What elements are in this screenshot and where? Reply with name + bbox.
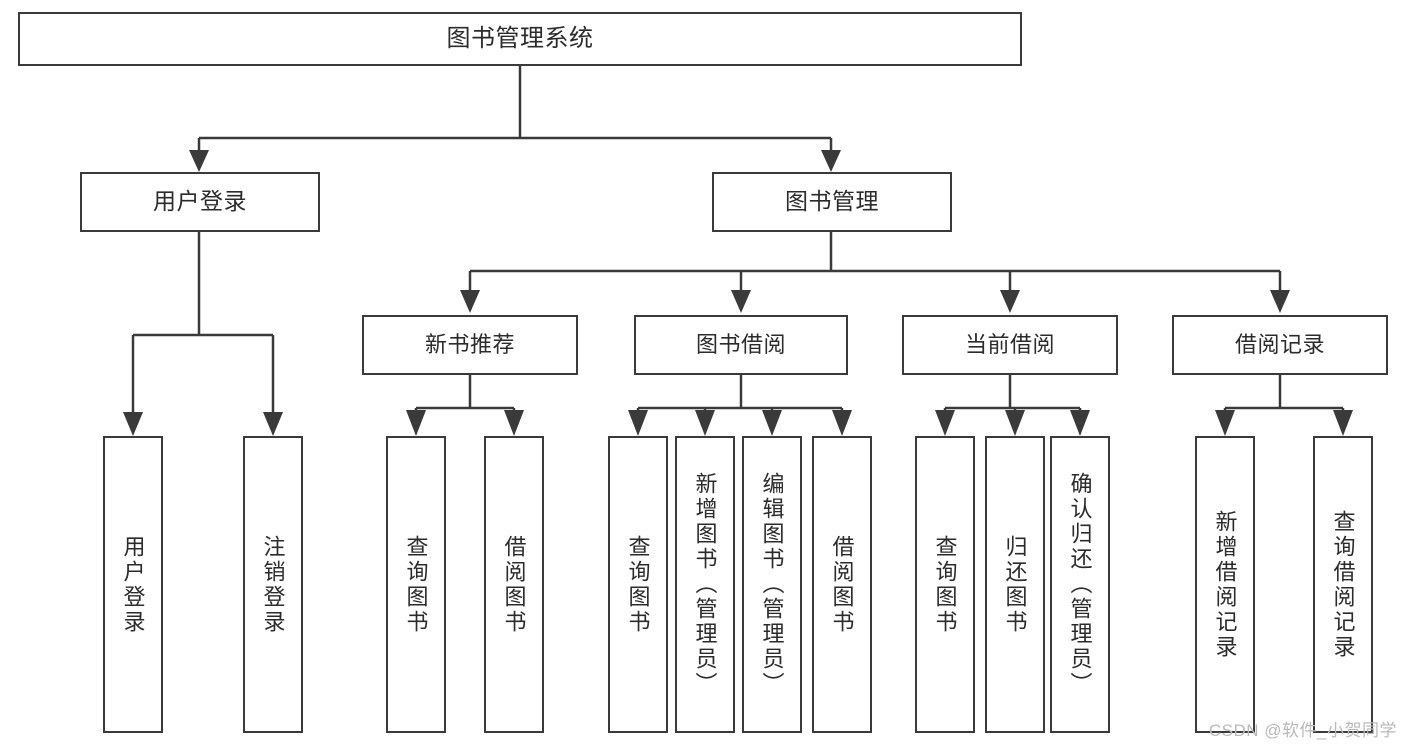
arrow-to-borrow-records — [1270, 290, 1290, 313]
node-label: 查询图书 — [403, 534, 429, 635]
node-label: 新增借阅记录 — [1212, 509, 1238, 660]
node-label: 当前借阅 — [964, 332, 1055, 358]
node-label: 借阅图书 — [829, 534, 855, 635]
node-label: 用户登录 — [153, 188, 247, 215]
arrow-book-borrow-leaf4 — [832, 410, 852, 436]
node-label: 图书借阅 — [695, 332, 786, 358]
arrow-book-borrow-leaf2 — [695, 410, 715, 436]
leaf-book-borrow-query[interactable]: 查询图书 — [608, 436, 668, 733]
arrow-current-borrow-leaf1 — [935, 410, 955, 436]
arrow-book-borrow-leaf3 — [762, 410, 782, 436]
node-label: 查询图书 — [625, 534, 651, 635]
node-label: 查询图书 — [932, 534, 958, 635]
node-label: 确认归还（管理员） — [1067, 472, 1093, 697]
node-label: 图书管理系统 — [446, 24, 594, 52]
leaf-current-borrow-query[interactable]: 查询图书 — [915, 436, 975, 733]
leaf-new-book-borrow[interactable]: 借阅图书 — [484, 436, 544, 733]
arrow-borrow-records-leaf2 — [1333, 410, 1353, 436]
leaf-new-book-query[interactable]: 查询图书 — [386, 436, 446, 733]
node-label: 编辑图书（管理员） — [759, 472, 785, 697]
node-label: 查询借阅记录 — [1330, 509, 1356, 660]
node-new-book-recommend[interactable]: 新书推荐 — [362, 315, 578, 375]
arrow-to-book-manage — [821, 150, 841, 172]
arrow-to-current-borrow — [1000, 290, 1020, 313]
node-borrow-records[interactable]: 借阅记录 — [1172, 315, 1388, 375]
node-label: 新增图书（管理员） — [692, 472, 718, 697]
leaf-book-borrow-add[interactable]: 新增图书（管理员） — [675, 436, 735, 733]
leaf-current-borrow-confirm[interactable]: 确认归还（管理员） — [1050, 436, 1110, 733]
node-label: 图书管理 — [785, 188, 879, 215]
arrow-user-login-leaf2 — [263, 412, 283, 436]
node-label: 新书推荐 — [424, 332, 515, 358]
leaf-user-login-login[interactable]: 用户登录 — [103, 436, 163, 733]
watermark-text: CSDN @软件_小贺同学 — [1208, 721, 1397, 740]
arrow-new-book-leaf2 — [504, 410, 524, 436]
arrow-to-book-borrow — [731, 290, 751, 313]
leaf-borrow-records-query[interactable]: 查询借阅记录 — [1313, 436, 1373, 733]
arrow-book-borrow-leaf1 — [628, 410, 648, 436]
node-label: 注销登录 — [260, 534, 286, 635]
leaf-book-borrow-lend[interactable]: 借阅图书 — [812, 436, 872, 733]
leaf-borrow-records-add[interactable]: 新增借阅记录 — [1195, 436, 1255, 733]
node-root-system[interactable]: 图书管理系统 — [18, 12, 1022, 66]
node-book-management[interactable]: 图书管理 — [712, 172, 952, 232]
leaf-current-borrow-return[interactable]: 归还图书 — [985, 436, 1045, 733]
node-label: 借阅图书 — [501, 534, 527, 635]
node-user-login[interactable]: 用户登录 — [80, 172, 320, 232]
node-book-borrow[interactable]: 图书借阅 — [634, 315, 848, 375]
node-current-borrow[interactable]: 当前借阅 — [902, 315, 1118, 375]
arrow-to-user-login — [189, 150, 209, 172]
arrow-to-new-book — [460, 290, 480, 313]
arrow-current-borrow-leaf2 — [1005, 410, 1025, 436]
node-label: 用户登录 — [120, 534, 146, 635]
node-label: 归还图书 — [1002, 534, 1028, 635]
arrow-borrow-records-leaf1 — [1215, 410, 1235, 436]
arrow-new-book-leaf1 — [406, 410, 426, 436]
leaf-user-login-logout[interactable]: 注销登录 — [243, 436, 303, 733]
node-label: 借阅记录 — [1234, 332, 1325, 358]
leaf-book-borrow-edit[interactable]: 编辑图书（管理员） — [742, 436, 802, 733]
arrow-user-login-leaf1 — [123, 412, 143, 436]
arrow-current-borrow-leaf3 — [1070, 410, 1090, 436]
